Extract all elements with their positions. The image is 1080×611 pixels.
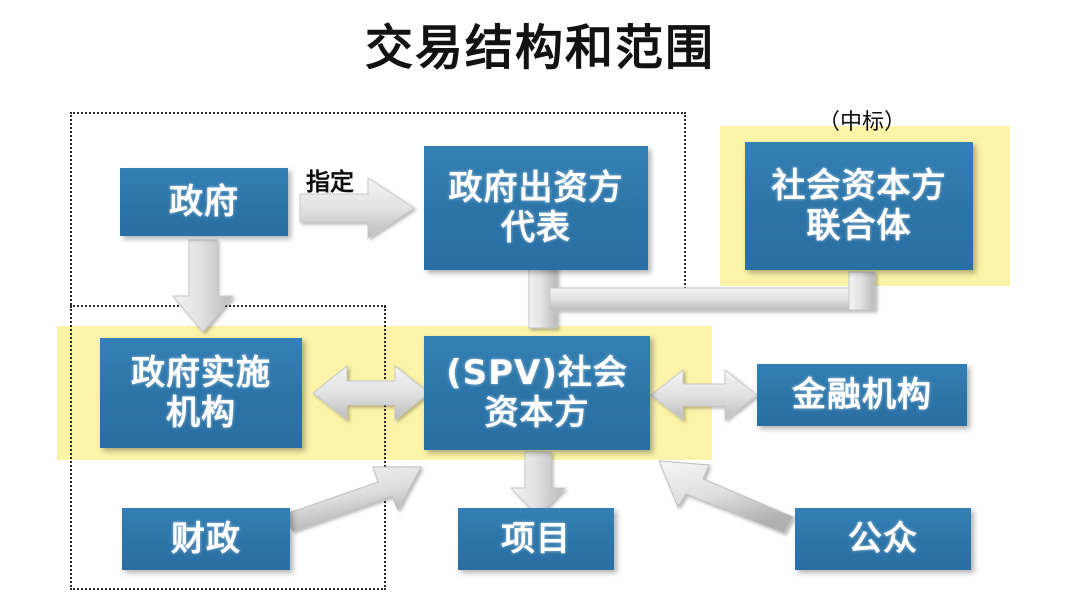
node-social-capital-consortium-label-line2: 联合体: [806, 206, 912, 246]
node-social-capital-consortium-label-line1: 社会资本方: [771, 165, 947, 206]
arrow-spv-to-project: [509, 451, 567, 517]
node-financial-institution[interactable]: 金融机构: [757, 364, 967, 426]
node-gov-investor-rep-label-line1: 政府出资方: [448, 167, 624, 208]
scope-frame-outer: [70, 112, 686, 308]
label-winning-bid: （中标）: [818, 110, 907, 135]
node-project-label: 项目: [501, 518, 571, 559]
node-government-label: 政府: [169, 181, 239, 222]
node-public[interactable]: 公众: [795, 508, 971, 570]
node-spv-social-capital-label-line1: (SPV)社会: [446, 352, 628, 393]
node-government[interactable]: 政府: [120, 168, 288, 236]
label-designate: 指定: [306, 168, 354, 196]
node-gov-implementing-agency[interactable]: 政府实施 机构: [100, 338, 302, 448]
node-gov-investor-rep[interactable]: 政府出资方 代表: [424, 146, 648, 270]
node-spv-social-capital[interactable]: (SPV)社会 资本方: [424, 336, 650, 450]
node-social-capital-consortium[interactable]: 社会资本方 联合体: [745, 142, 973, 270]
node-project[interactable]: 项目: [458, 508, 614, 570]
node-fiscal[interactable]: 财政: [122, 508, 290, 570]
scope-frame-lower: [70, 306, 386, 590]
page-title: 交易结构和范围: [364, 20, 715, 76]
node-gov-investor-rep-label-line2: 代表: [501, 208, 571, 248]
node-financial-institution-label: 金融机构: [792, 374, 932, 415]
node-spv-social-capital-label-line2: 资本方: [484, 393, 590, 433]
node-gov-implementing-agency-label-line1: 政府实施: [131, 352, 271, 393]
node-fiscal-label: 财政: [171, 518, 241, 559]
scope-frame-divider: [70, 305, 386, 307]
node-gov-implementing-agency-label-line2: 机构: [166, 393, 236, 433]
arrow-public-to-spv: [658, 460, 794, 534]
node-public-label: 公众: [848, 518, 918, 559]
